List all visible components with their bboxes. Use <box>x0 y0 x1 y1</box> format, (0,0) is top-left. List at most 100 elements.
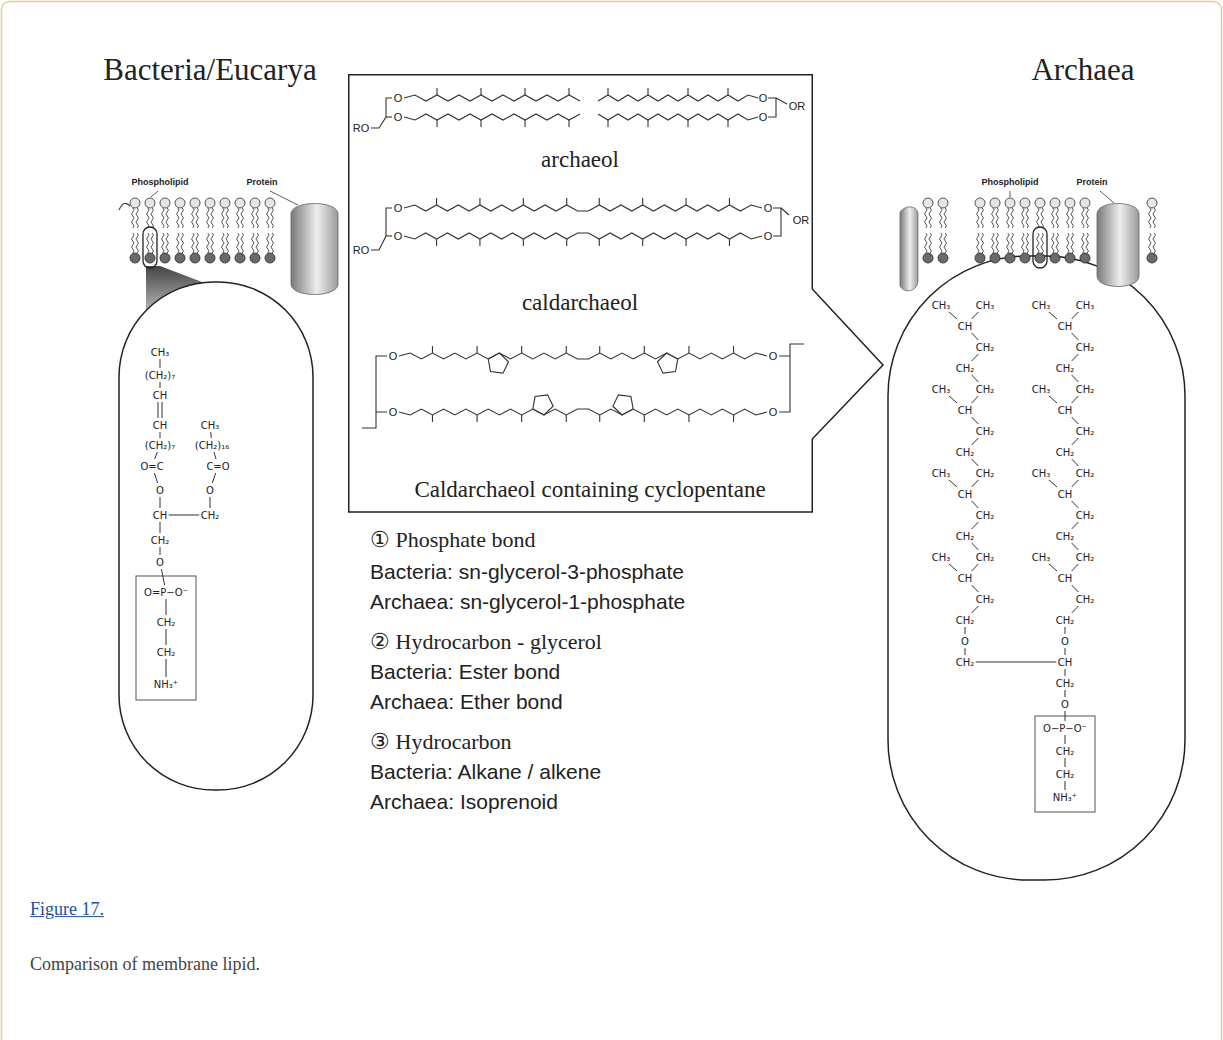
lipid-tail <box>1086 208 1089 228</box>
lipid-tail <box>981 233 984 253</box>
methyl-branch <box>521 346 522 353</box>
chem-atom: CH₂ <box>956 363 975 374</box>
list-item: Bacteria: sn-glycerol-3-phosphate <box>370 560 684 583</box>
methyl-branch <box>477 346 478 353</box>
glycerol-bond <box>790 344 804 356</box>
lipid-tail <box>181 233 184 253</box>
chem-bond <box>972 417 979 424</box>
lipid-tail <box>977 208 980 228</box>
chem-bond <box>972 333 979 340</box>
chem-bond <box>1072 438 1079 445</box>
chem-atom: CH <box>1058 573 1073 584</box>
lipid-head <box>938 198 948 208</box>
chem-bond <box>1049 312 1057 319</box>
list-item: Archaea: Ether bond <box>370 690 563 713</box>
glycerol-bond <box>371 98 392 128</box>
isoprenoid-chain <box>404 233 762 239</box>
highlight-ring <box>143 227 157 268</box>
glycerol-bond <box>781 208 789 215</box>
lipid-head <box>220 198 230 208</box>
chem-atom: CH₃ <box>1032 468 1051 479</box>
lipid-head <box>1005 198 1015 208</box>
highlight-ring <box>1033 227 1047 268</box>
methyl-branch <box>436 198 437 205</box>
isoprenoid-chain <box>404 205 762 211</box>
chem-atom: CH₂ <box>1076 510 1095 521</box>
chem-bond <box>162 402 163 418</box>
lipid-tail <box>1052 208 1055 228</box>
chem-atom: CH <box>958 321 973 332</box>
lipid-head <box>250 253 260 263</box>
lipid-head <box>160 198 170 208</box>
glycerol-bond <box>362 412 376 428</box>
list-item: Archaea: Isoprenoid <box>370 790 558 813</box>
lipid-tail <box>977 233 980 253</box>
chem-atom: CH <box>1058 321 1073 332</box>
lipid-tail <box>271 233 274 253</box>
atom-label: O <box>759 92 768 104</box>
methyl-branch <box>566 415 567 422</box>
lipid-tail <box>166 233 169 253</box>
chem-bond <box>1072 585 1079 592</box>
chem-bond <box>1072 501 1079 508</box>
lipid-tail <box>147 208 150 228</box>
chem-bond <box>1072 354 1079 361</box>
chem-atom: O <box>1061 636 1069 647</box>
chem-bond <box>965 627 966 634</box>
lipid-head <box>235 253 245 263</box>
lipid-tail <box>996 233 999 253</box>
list-item: Archaea: sn-glycerol-1-phosphate <box>370 590 685 613</box>
methyl-branch <box>432 346 433 353</box>
chem-bond <box>166 629 167 645</box>
lipid-tail <box>940 208 943 228</box>
chem-atom: CH₂ <box>1076 552 1095 563</box>
lipid-tail <box>237 208 240 228</box>
atom-label: RO <box>353 122 370 134</box>
lipid-head <box>1065 198 1075 208</box>
lipid-head <box>175 198 185 208</box>
isoprenoid-chain <box>598 95 758 101</box>
part-label: Protein <box>246 178 277 188</box>
lipid-tail <box>241 233 244 253</box>
leader-line <box>151 191 158 197</box>
chem-atom: CH <box>958 405 973 416</box>
glycerol-bond <box>779 356 790 412</box>
chem-bond <box>212 473 215 483</box>
lipid-tail <box>226 233 229 253</box>
lipid-head <box>1035 253 1045 263</box>
list-heading: ③ Hydrocarbon <box>370 730 512 754</box>
lipid-tail <box>940 233 943 253</box>
chem-bond <box>972 354 979 361</box>
lipid-tail <box>196 208 199 228</box>
chem-bond <box>1065 758 1066 767</box>
methyl-branch <box>523 198 524 205</box>
chem-atom: CH₃ <box>932 552 951 563</box>
methyl-branch <box>436 120 437 127</box>
chem-bond <box>214 452 216 459</box>
chem-bond <box>160 382 161 388</box>
methyl-branch <box>568 88 569 95</box>
part-label: Protein <box>1076 178 1107 188</box>
lipid-tail <box>196 233 199 253</box>
lipid-tail <box>147 233 150 253</box>
chem-atom: CH₂ <box>157 647 176 658</box>
lipid-tail <box>252 233 255 253</box>
chem-bond <box>1072 543 1079 550</box>
chem-bond <box>949 312 957 319</box>
chem-atom: CH₃ <box>932 384 951 395</box>
lipid-tail <box>256 233 259 253</box>
chem-bond <box>166 659 167 677</box>
isoprenoid-chain <box>598 114 758 120</box>
zoom-bubble <box>888 256 1185 880</box>
lipid-head <box>1080 253 1090 263</box>
lipid-tail <box>207 233 210 253</box>
skeletal-formula <box>362 88 804 428</box>
leader-line <box>1010 191 1011 197</box>
methyl-branch <box>479 198 480 205</box>
chem-bond <box>972 396 979 403</box>
chem-bond <box>210 497 211 508</box>
chem-atom: (CH₂)₁₆ <box>195 440 229 451</box>
lipid-tail <box>1067 208 1070 228</box>
lipid-tail <box>222 208 225 228</box>
